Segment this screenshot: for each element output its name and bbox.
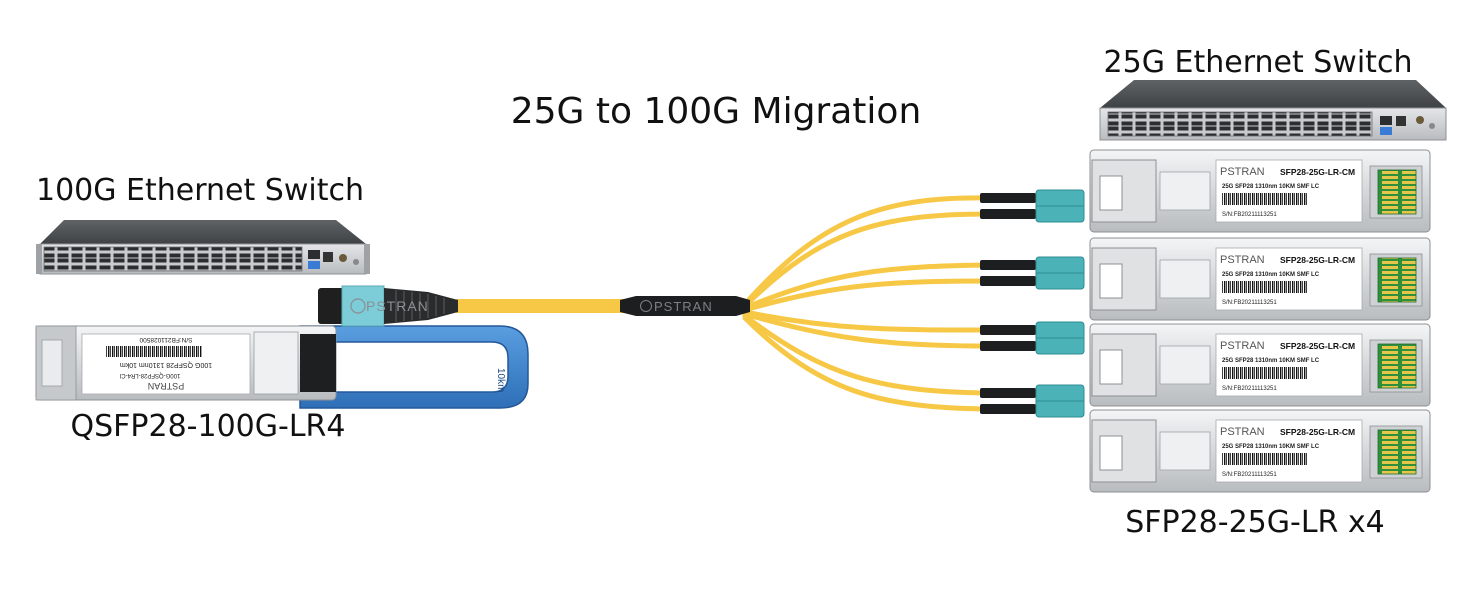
lc-connector-2: [980, 256, 1085, 290]
sfp-port-opening: [1099, 263, 1123, 299]
sfp-brand: PSTRAN: [1220, 254, 1265, 266]
sfp28-module: PSTRAN SFP28-25G-LR-CM 25G SFP28 1310nm 10…: [1089, 409, 1431, 493]
breakout-boot: PSTRAN: [620, 296, 750, 316]
sfp-module-label: SFP28-25G-LR x4: [1125, 505, 1385, 540]
qsfp-module-label: QSFP28-100G-LR4: [71, 409, 346, 444]
qsfp-barcode: [106, 346, 202, 357]
sfp-port-opening: [1099, 435, 1123, 471]
sfp-description: 25G SFP28 1310nm 10KM SMF LC: [1222, 358, 1320, 364]
pull-tab-text: 10km: [495, 368, 506, 392]
qsfp28-module: 10km S/N:FB211028500 100G QSFP28 1310nm …: [35, 325, 529, 409]
lc-connector-3: [980, 321, 1085, 355]
sfp-edge-connector: [1377, 429, 1417, 475]
sfp-part-number: SFP28-25G-LR-CM: [1280, 341, 1355, 351]
sfp28-module: PSTRAN SFP28-25G-LR-CM 25G SFP28 1310nm 10…: [1089, 237, 1431, 321]
sfp-description: 25G SFP28 1310nm 10KM SMF LC: [1222, 444, 1320, 450]
switch-100g-label: 100G Ethernet Switch: [36, 173, 364, 208]
sfp-barcode: [1222, 281, 1308, 293]
sfp-port-opening: [1099, 175, 1123, 211]
sfp28-module-stack: PSTRAN SFP28-25G-LR-CM 25G SFP28 1310nm 10…: [1089, 149, 1431, 493]
switch-25g-label: 25G Ethernet Switch: [1104, 45, 1413, 80]
breakout-cable: PSTRAN PSTRAN: [318, 189, 1085, 418]
sfp-serial: S/N:FB20211113251: [1222, 386, 1277, 392]
sfp-brand: PSTRAN: [1220, 340, 1265, 352]
switch-100g: [36, 220, 370, 275]
sfp-label: [1215, 419, 1363, 483]
sfp-edge-connector: [1377, 343, 1417, 389]
sfp-latch-plate: [1159, 171, 1211, 211]
lc-connector-4: [980, 384, 1085, 418]
sfp-description: 25G SFP28 1310nm 10KM SMF LC: [1222, 184, 1320, 190]
sfp-edge-connector: [1377, 169, 1417, 215]
qsfp-description: 100G QSFP28 1310nm 10km: [120, 361, 212, 368]
qsfp-serial: S/N:FB211028500: [139, 336, 192, 343]
sfp-description: 25G SFP28 1310nm 10KM SMF LC: [1222, 272, 1320, 278]
qsfp-brand: PSTRAN: [148, 381, 185, 391]
lc-connector-1: [980, 189, 1085, 223]
sfp-brand: PSTRAN: [1220, 426, 1265, 438]
boot-brand-text: PSTRAN: [654, 299, 713, 314]
sfp-part-number: SFP28-25G-LR-CM: [1280, 427, 1355, 437]
sfp-barcode: [1222, 453, 1308, 465]
sfp-brand: PSTRAN: [1220, 166, 1265, 178]
sfp-latch-plate: [1159, 431, 1211, 471]
sfp-port-opening: [1099, 349, 1123, 385]
switch-25g: [1099, 80, 1447, 141]
sfp-label: [1215, 333, 1363, 397]
sfp-part-number: SFP28-25G-LR-CM: [1280, 255, 1355, 265]
diagram-title: 25G to 100G Migration: [511, 91, 922, 132]
sfp-barcode: [1222, 367, 1308, 379]
mpo-brand-text: PSTRAN: [366, 298, 429, 314]
sfp28-module: PSTRAN SFP28-25G-LR-CM 25G SFP28 1310nm 10…: [1089, 323, 1431, 407]
sfp-label: [1215, 247, 1363, 311]
cable-trunk: [456, 299, 628, 313]
sfp-part-number: SFP28-25G-LR-CM: [1280, 167, 1355, 177]
sfp-label: [1215, 159, 1363, 223]
qsfp-part-number: 100G-QSFP28-LR4-CI: [119, 372, 180, 378]
mpo-connector: PSTRAN: [318, 285, 458, 327]
sfp-serial: S/N:FB20211113251: [1222, 472, 1277, 478]
sfp-serial: S/N:FB20211113251: [1222, 212, 1277, 218]
sfp-barcode: [1222, 193, 1308, 205]
sfp-serial: S/N:FB20211113251: [1222, 300, 1277, 306]
fanout-branches: [742, 195, 993, 412]
sfp-edge-connector: [1377, 257, 1417, 303]
sfp28-module: PSTRAN SFP28-25G-LR-CM 25G SFP28 1310nm 10…: [1089, 149, 1431, 233]
sfp-latch-plate: [1159, 345, 1211, 385]
sfp-latch-plate: [1159, 259, 1211, 299]
